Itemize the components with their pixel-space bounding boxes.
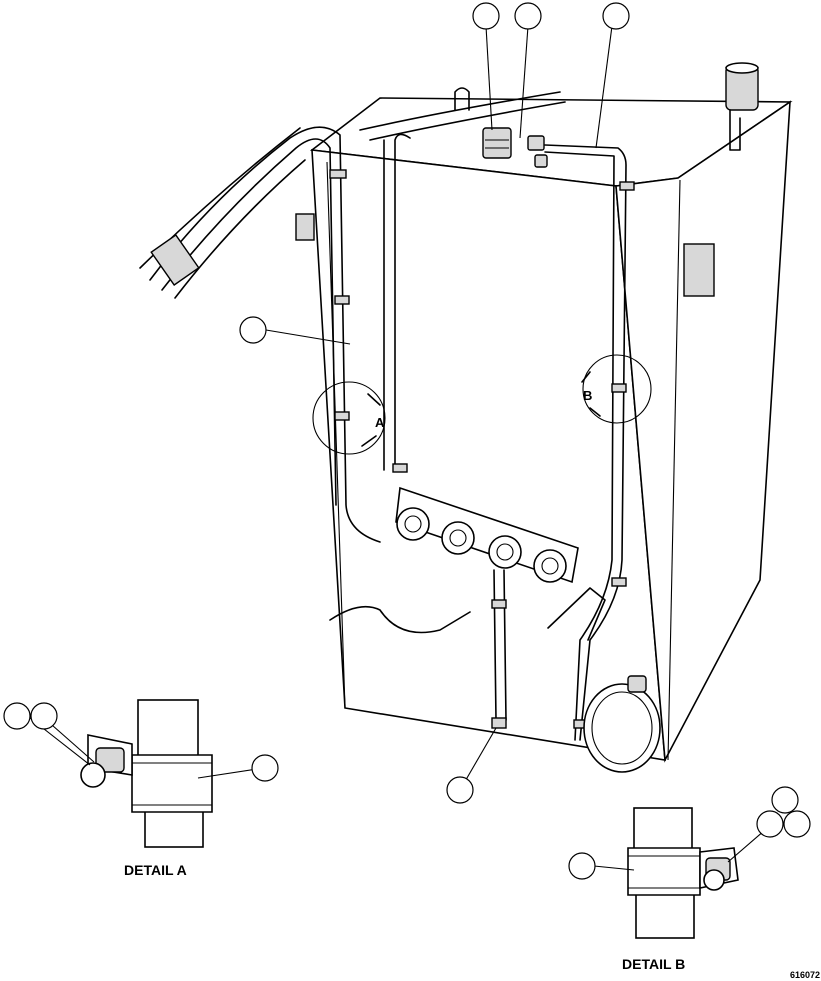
detail-b-caption: DETAIL B	[622, 956, 686, 972]
tube-lines	[139, 91, 627, 741]
valve-manifold	[329, 486, 606, 641]
view-circles	[312, 354, 652, 455]
detail-a-caption: DETAIL A	[124, 862, 187, 878]
tank-body	[309, 97, 793, 763]
view-label-a: A	[375, 415, 385, 430]
item-balloons	[3, 2, 811, 880]
detail-b-illustration	[627, 807, 739, 939]
side-brackets	[150, 213, 715, 297]
detail-a-illustration	[80, 699, 213, 848]
line-clamps	[329, 169, 635, 729]
access-cover	[583, 675, 661, 773]
figure-reference-number: 616072	[790, 970, 821, 980]
top-fittings	[454, 62, 759, 168]
view-label-b: B	[583, 388, 593, 403]
